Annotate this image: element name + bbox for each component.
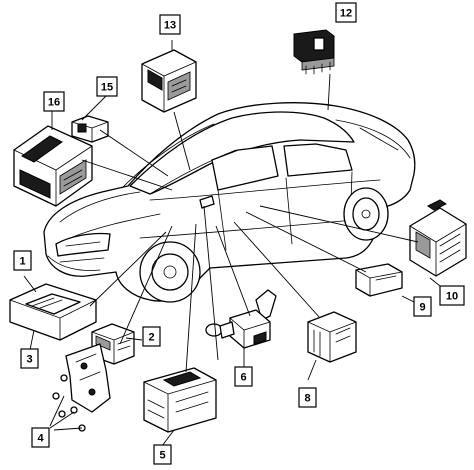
callout-label-2: 2 [148, 332, 154, 344]
callout-label-13: 13 [164, 20, 176, 32]
component-10-module [409, 199, 467, 277]
callout-label-5: 5 [159, 450, 165, 462]
component-5-module [143, 367, 217, 433]
callout-6: 6 [234, 366, 253, 387]
component-16-body-control-module [13, 125, 93, 207]
callout-label-16: 16 [48, 97, 60, 109]
callout-13: 13 [159, 14, 181, 35]
callout-label-10: 10 [446, 291, 458, 303]
leader-lines [23, 40, 441, 447]
component-1-module-tray [9, 283, 97, 341]
callout-5: 5 [153, 444, 172, 465]
callout-3: 3 [20, 348, 39, 369]
callout-label-12: 12 [340, 8, 352, 20]
callout-label-9: 9 [419, 302, 425, 314]
callout-label-8: 8 [304, 393, 310, 405]
callout-2: 2 [142, 326, 161, 347]
component-4-bracket [52, 343, 111, 432]
callout-label-6: 6 [240, 372, 246, 384]
callout-1: 1 [13, 250, 32, 271]
callout-label-1: 1 [19, 256, 25, 268]
callout-label-15: 15 [101, 82, 113, 94]
callout-9: 9 [413, 296, 432, 317]
component-13-control-module [141, 49, 197, 113]
callout-4: 4 [31, 427, 50, 448]
callout-12: 12 [335, 2, 357, 23]
callout-label-3: 3 [26, 354, 32, 366]
component-8-module [307, 311, 357, 363]
callout-8: 8 [298, 387, 317, 408]
callout-16: 16 [43, 91, 65, 112]
sedan-illustration [43, 102, 416, 303]
component-15-sensor [71, 115, 109, 143]
component-12-relay-module [293, 29, 335, 75]
callout-10: 10 [439, 285, 465, 306]
callout-label-4: 4 [37, 433, 44, 445]
component-9-switch [355, 263, 403, 297]
component-6-sensor [205, 289, 277, 349]
callout-15: 15 [96, 76, 118, 97]
